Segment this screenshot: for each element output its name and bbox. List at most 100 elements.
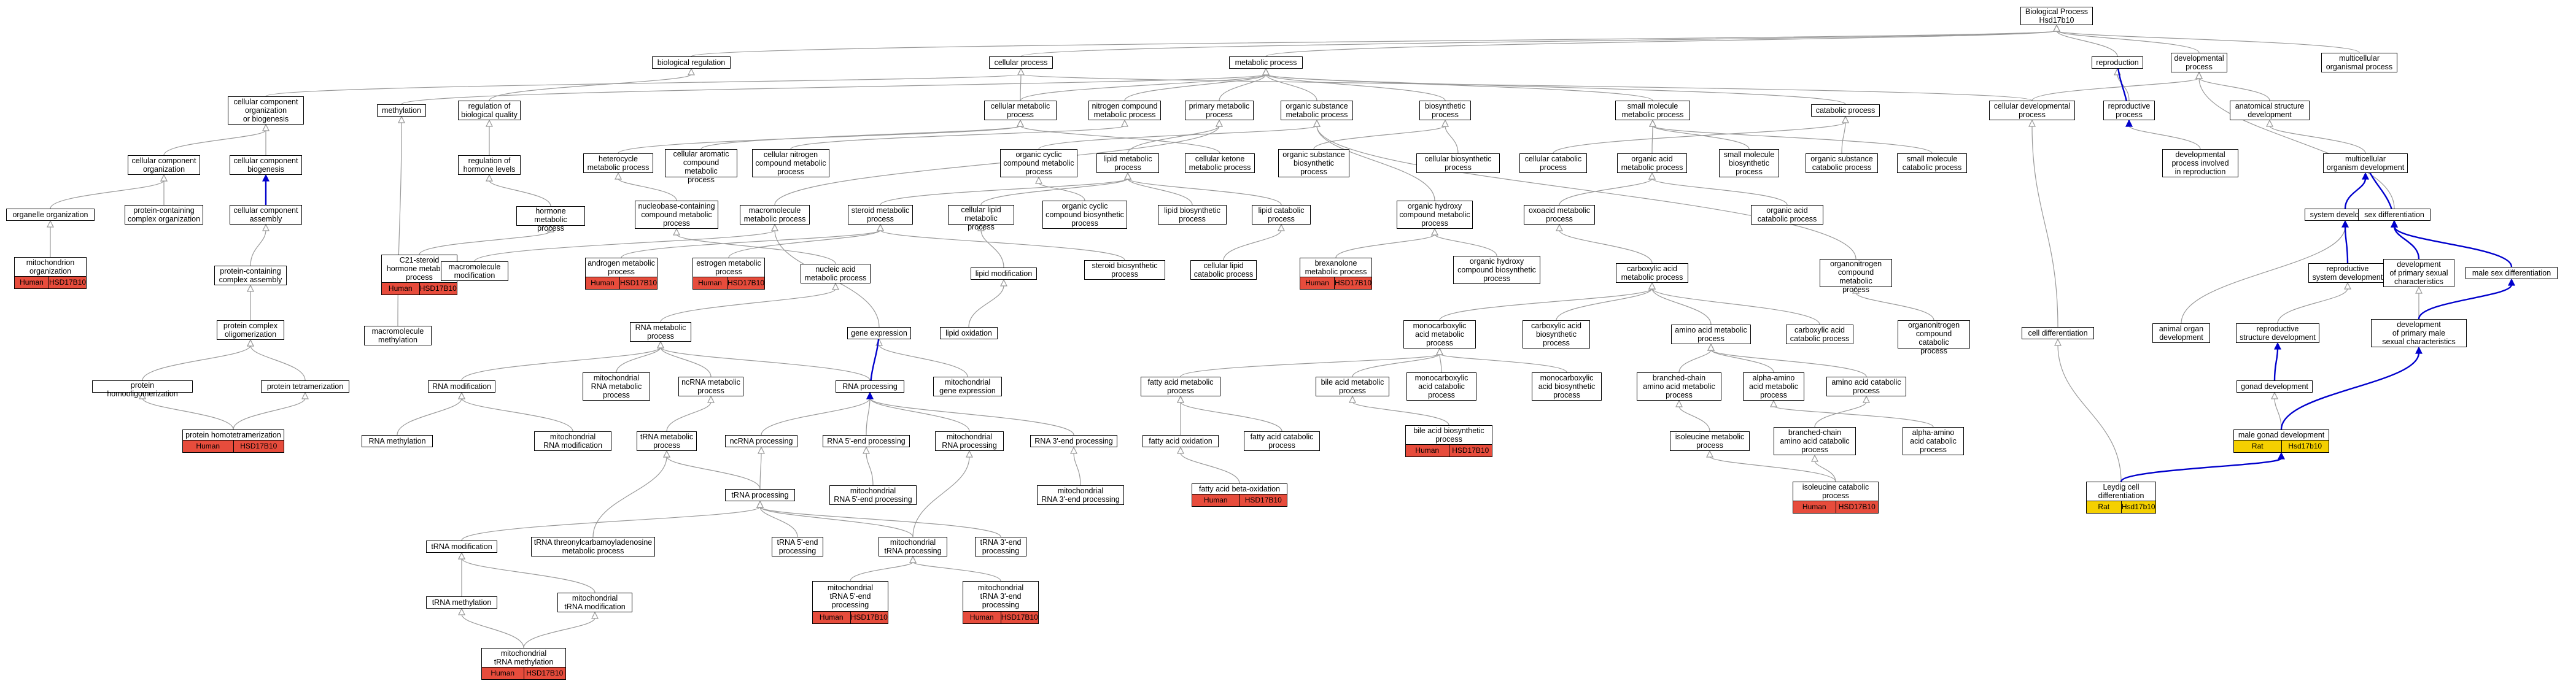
go-term-organic-acid-catabolic-process[interactable]: organic acid catabolic process	[1751, 205, 1823, 225]
go-term-lipid-oxidation[interactable]: lipid oxidation	[940, 327, 998, 339]
go-term-lipid-modification[interactable]: lipid modification	[971, 268, 1037, 280]
go-term-regulation-of-hormone-levels[interactable]: regulation of hormone levels	[458, 155, 521, 175]
go-term-amino-acid-metabolic-process[interactable]: amino acid metabolic process	[1671, 325, 1751, 344]
go-term-animal-organ-development[interactable]: animal organ development	[2152, 323, 2210, 343]
go-term-carboxylic-acid-metabolic-process[interactable]: carboxylic acid metabolic process	[1616, 263, 1688, 283]
go-term-organic-cyclic-compound-biosynthetic-process[interactable]: organic cyclic compound biosynthetic pro…	[1042, 201, 1127, 229]
go-term-rna-modification[interactable]: RNA modification	[428, 380, 495, 393]
go-term-cellular-lipid-metabolic-process[interactable]: cellular lipid metabolic process	[948, 205, 1014, 231]
go-term-protein-containing-complex-organization[interactable]: protein-containing complex organization	[125, 205, 203, 225]
go-term-reproduction[interactable]: reproduction	[2092, 56, 2143, 69]
go-term-organonitrogen-compound-metabolic-process[interactable]: organonitrogen compound metabolic proces…	[1820, 259, 1892, 294]
go-term-reproductive-system-development[interactable]: reproductive system development	[2308, 263, 2387, 283]
go-term-cellular-catabolic-process[interactable]: cellular catabolic process	[1519, 153, 1587, 173]
go-term-organic-substance-biosynthetic-process[interactable]: organic substance biosynthetic process	[1278, 149, 1349, 177]
go-term-carboxylic-acid-biosynthetic-process[interactable]: carboxylic acid biosynthetic process	[1523, 320, 1590, 348]
go-term-development-of-primary-sexual-characteristics[interactable]: development of primary sexual characteri…	[2383, 259, 2454, 287]
go-term-cellular-lipid-catabolic-process[interactable]: cellular lipid catabolic process	[1190, 260, 1257, 280]
go-term-mitochondrial-rna-modification[interactable]: mitochondrial RNA modification	[534, 431, 611, 451]
go-term-small-molecule-metabolic-process[interactable]: small molecule metabolic process	[1615, 101, 1690, 120]
go-term-anatomical-structure-development[interactable]: anatomical structure development	[2230, 101, 2310, 120]
go-term-cell-differentiation[interactable]: cell differentiation	[2022, 327, 2094, 339]
go-term-trna-5-end-processing[interactable]: tRNA 5'-end processing	[772, 537, 823, 556]
go-term-trna-metabolic-process[interactable]: tRNA metabolic process	[637, 431, 697, 451]
go-term-branched-chain-amino-acid-catabolic-process[interactable]: branched-chain amino acid catabolic proc…	[1774, 427, 1856, 455]
go-term-macromolecule-methylation[interactable]: macromolecule methylation	[364, 326, 432, 345]
go-term-small-molecule-biosynthetic-process[interactable]: small molecule biosynthetic process	[1719, 149, 1779, 177]
go-term-rna-5-end-processing[interactable]: RNA 5'-end processing	[823, 435, 910, 447]
go-term-macromolecule-modification[interactable]: macromolecule modification	[441, 261, 508, 281]
go-term-cellular-metabolic-process[interactable]: cellular metabolic process	[984, 101, 1057, 120]
go-term-mitochondrial-trna-processing[interactable]: mitochondrial tRNA processing	[879, 537, 947, 556]
go-term-heterocycle-metabolic-process[interactable]: heterocycle metabolic process	[583, 153, 653, 173]
go-term-organic-substance-metabolic-process[interactable]: organic substance metabolic process	[1281, 101, 1353, 120]
go-term-trna-3-end-processing[interactable]: tRNA 3'-end processing	[975, 537, 1026, 556]
go-term-organonitrogen-compound-catabolic-process[interactable]: organonitrogen compound catabolic proces…	[1898, 320, 1970, 355]
go-term-reproductive-process[interactable]: reproductive process	[2103, 101, 2155, 120]
go-term-nucleobase-containing-compound-metabolic-process[interactable]: nucleobase-containing compound metabolic…	[635, 201, 718, 229]
go-term-organic-substance-catabolic-process[interactable]: organic substance catabolic process	[1806, 153, 1878, 173]
go-term-rna-processing[interactable]: RNA processing	[836, 380, 904, 393]
go-term-steroid-biosynthetic-process[interactable]: steroid biosynthetic process	[1084, 260, 1165, 280]
go-term-protein-complex-oligomerization[interactable]: protein complex oligomerization	[217, 320, 284, 340]
go-term-nitrogen-compound-metabolic-process[interactable]: nitrogen compound metabolic process	[1088, 101, 1161, 120]
go-term-developmental-process[interactable]: developmental process	[2171, 53, 2227, 72]
go-term-cellular-component-assembly[interactable]: cellular component assembly	[230, 205, 302, 225]
go-term-organic-cyclic-compound-metabolic-process[interactable]: organic cyclic compound metabolic proces…	[1000, 149, 1077, 177]
go-term-mitochondrial-trna-modification[interactable]: mitochondrial tRNA modification	[557, 593, 632, 612]
go-term-trna-modification[interactable]: tRNA modification	[426, 541, 497, 553]
go-term-hormone-metabolic-process[interactable]: hormone metabolic process	[516, 206, 585, 233]
go-term-biological-regulation[interactable]: biological regulation	[652, 56, 731, 69]
go-term-metabolic-process[interactable]: metabolic process	[1229, 56, 1303, 69]
go-term-cellular-ketone-metabolic-process[interactable]: cellular ketone metabolic process	[1185, 153, 1255, 173]
go-term-male-sex-differentiation[interactable]: male sex differentiation	[2465, 267, 2558, 279]
go-term-ncrna-metabolic-process[interactable]: ncRNA metabolic process	[678, 377, 743, 396]
go-term-cellular-developmental-process[interactable]: cellular developmental process	[1989, 101, 2075, 120]
go-term-protein-containing-complex-assembly[interactable]: protein-containing complex assembly	[214, 266, 287, 285]
go-term-gene-expression[interactable]: gene expression	[847, 327, 911, 339]
go-term-lipid-catabolic-process[interactable]: lipid catabolic process	[1252, 205, 1311, 225]
go-term-developmental-process-involved-in-reproduction[interactable]: developmental process involved in reprod…	[2162, 149, 2238, 177]
go-term-fatty-acid-catabolic-process[interactable]: fatty acid catabolic process	[1244, 431, 1320, 451]
go-term-organic-acid-metabolic-process[interactable]: organic acid metabolic process	[1617, 153, 1687, 173]
go-term-multicellular-organism-development[interactable]: multicellular organism development	[2323, 153, 2408, 173]
go-term-carboxylic-acid-biosynthetic-helper-oxoacid[interactable]: oxoacid metabolic process	[1524, 205, 1595, 225]
go-term-cellular-nitrogen-compound-metabolic-process[interactable]: cellular nitrogen compound metabolic pro…	[752, 149, 829, 177]
go-term-fatty-acid-metabolic-process[interactable]: fatty acid metabolic process	[1141, 377, 1220, 396]
go-term-rna-methylation[interactable]: RNA methylation	[362, 435, 433, 447]
go-term-organic-hydroxy-compound-biosynthetic-process[interactable]: organic hydroxy compound biosynthetic pr…	[1453, 256, 1540, 284]
go-term-monocarboxylic-acid-biosynthetic-process[interactable]: monocarboxylic acid biosynthetic process	[1532, 372, 1602, 401]
go-term-multicellular-organismal-process[interactable]: multicellular organismal process	[2321, 53, 2397, 72]
go-term-rna-3-end-processing[interactable]: RNA 3'-end processing	[1030, 435, 1117, 447]
go-term-mitochondrial-rna-metabolic-process[interactable]: mitochondrial RNA metabolic process	[583, 372, 650, 401]
go-term-trna-threonylcarbamoyladenosine-metabolic-process[interactable]: tRNA threonylcarbamoyladenosine metaboli…	[531, 537, 655, 556]
go-term-fatty-acid-oxidation[interactable]: fatty acid oxidation	[1143, 435, 1219, 447]
go-term-organic-hydroxy-compound-metabolic-process[interactable]: organic hydroxy compound metabolic proce…	[1397, 201, 1473, 229]
go-term-monocarboxylic-acid-metabolic-process[interactable]: monocarboxylic acid metabolic process	[1403, 320, 1476, 348]
go-term-protein-tetramerization[interactable]: protein tetramerization	[261, 380, 349, 393]
go-term-development-of-primary-male-sexual-characteristics[interactable]: development of primary male sexual chara…	[2371, 319, 2467, 347]
go-term-reproductive-structure-development[interactable]: reproductive structure development	[2236, 323, 2319, 343]
go-term-mitochondrial-gene-expression[interactable]: mitochondrial gene expression	[933, 377, 1002, 396]
go-term-mitochondrial-rna-3-end-processing[interactable]: mitochondrial RNA 3'-end processing	[1037, 485, 1124, 505]
go-term-small-molecule-catabolic-process[interactable]: small molecule catabolic process	[1897, 153, 1967, 173]
go-term-primary-metabolic-process[interactable]: primary metabolic process	[1185, 101, 1254, 120]
go-term-cellular-aromatic-compound-metabolic-process[interactable]: cellular aromatic compound metabolic pro…	[665, 149, 737, 184]
go-term-cellular-process[interactable]: cellular process	[989, 56, 1053, 69]
go-term-cellular-component-organization-or-biogenesis[interactable]: cellular component organization or bioge…	[228, 96, 304, 125]
go-term-mitochondrial-rna-5-end-processing[interactable]: mitochondrial RNA 5'-end processing	[829, 485, 917, 505]
go-term-alpha-amino-acid-catabolic-process[interactable]: alpha-amino acid catabolic process	[1903, 427, 1964, 455]
go-term-organelle-organization[interactable]: organelle organization	[6, 209, 95, 221]
